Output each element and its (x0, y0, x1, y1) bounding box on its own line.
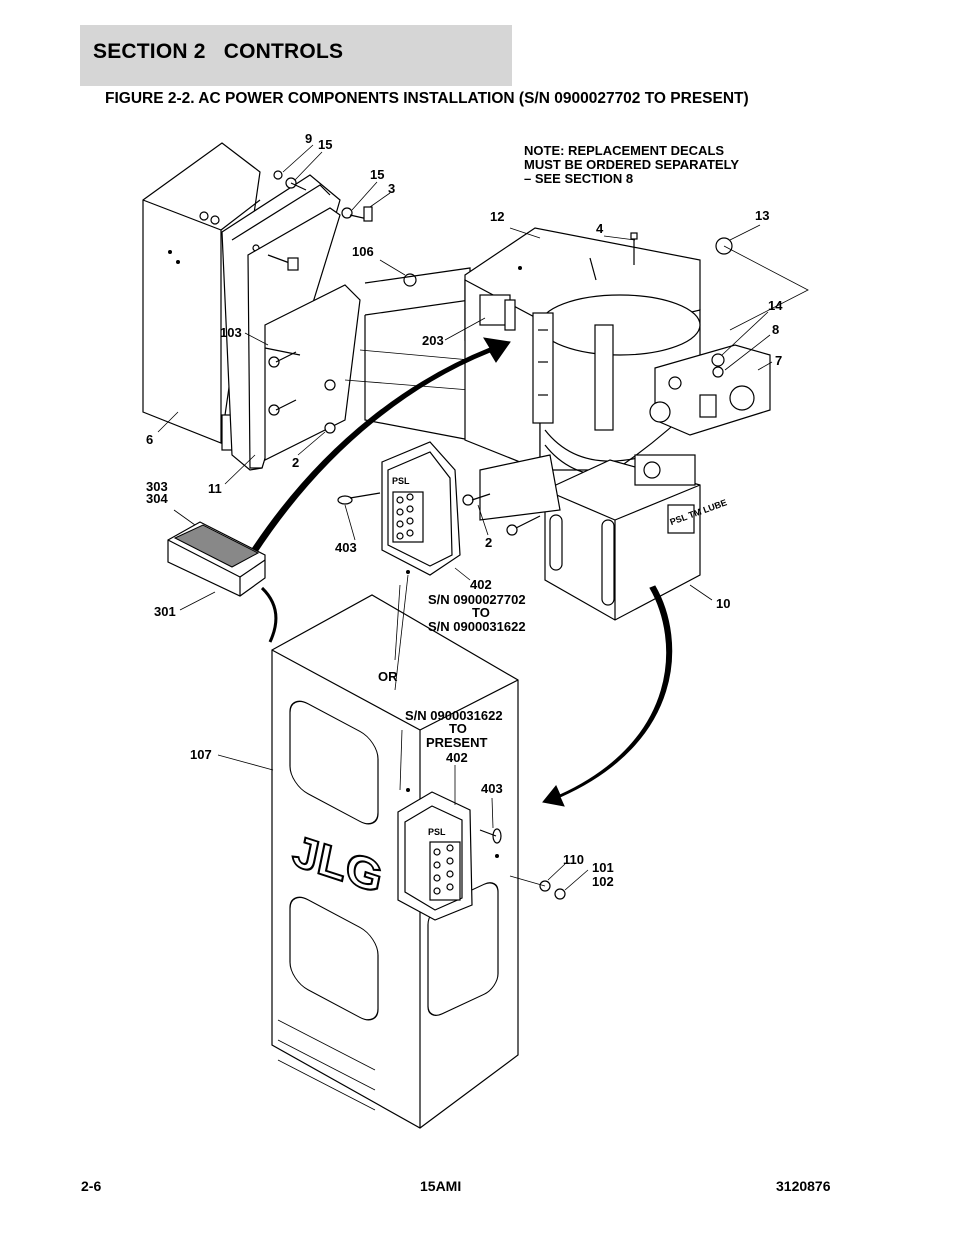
power-unit (464, 227, 809, 477)
note-line-3: – SEE SECTION 8 (524, 171, 633, 186)
callout-10: 10 (716, 596, 730, 611)
section-header-band (80, 25, 512, 86)
callout-403-b: 403 (481, 781, 503, 796)
leader-lines (157, 144, 773, 891)
callout-11: 11 (208, 481, 222, 496)
keypad-lower: PSL (397, 788, 566, 921)
keypad-brand-lower: PSL (428, 827, 446, 837)
callout-102: 102 (592, 874, 614, 889)
callout-8: 8 (772, 322, 779, 337)
callout-2-a: 2 (292, 455, 299, 470)
valve-block (649, 344, 771, 436)
callout-110: 110 (563, 852, 584, 867)
callout-402-b: 402 (446, 750, 468, 765)
mounting-plate (264, 284, 361, 461)
keypad-brand-upper: PSL (392, 476, 410, 486)
assembly-arrow-down (542, 585, 673, 807)
callout-4: 4 (596, 221, 604, 236)
callout-15-b: 15 (370, 167, 384, 182)
assembly-arrow-up (249, 337, 511, 556)
callout-101: 101 (592, 860, 614, 875)
callout-203: 203 (422, 333, 444, 348)
tower-housing: JLG (271, 594, 519, 1129)
serial-range-a-line2: TO (472, 605, 490, 620)
callout-304: 304 (146, 491, 168, 506)
top-fasteners (199, 170, 417, 287)
reservoir-tank: PSL TM LUBE (544, 454, 728, 621)
serial-range-a-line1: S/N 0900027702 (428, 592, 526, 607)
footer-model: 15AMI (420, 1178, 462, 1194)
callout-12: 12 (490, 209, 504, 224)
bracket-frame (344, 267, 471, 441)
keypad-grid-upper (392, 491, 424, 543)
callout-15-a: 15 (318, 137, 332, 152)
callout-303: 303 (146, 479, 168, 494)
callout-2-b: 2 (485, 535, 492, 550)
callout-106: 106 (352, 244, 374, 259)
note-line-1: NOTE: REPLACEMENT DECALS (524, 143, 724, 158)
alarm-unit (167, 521, 278, 643)
or-label: OR (378, 669, 398, 684)
mounting-bracket (462, 454, 561, 536)
footer-doc-number: 3120876 (776, 1178, 831, 1194)
serial-range-b-line1: S/N 0900031622 (405, 708, 503, 723)
callout-103: 103 (220, 325, 242, 340)
callout-13: 13 (755, 208, 769, 223)
note-line-2: MUST BE ORDERED SEPARATELY (524, 157, 739, 172)
callout-14: 14 (768, 298, 783, 313)
callout-107: 107 (190, 747, 212, 762)
figure-title: FIGURE 2-2. AC POWER COMPONENTS INSTALLA… (105, 90, 749, 107)
callout-402-a: 402 (470, 577, 492, 592)
keypad-upper: PSL (337, 441, 461, 576)
callout-9: 9 (305, 131, 312, 146)
callout-301: 301 (154, 604, 176, 619)
serial-range-b-line3: PRESENT (426, 735, 487, 750)
section-title: SECTION 2 CONTROLS (93, 40, 344, 63)
footer-page-number: 2-6 (81, 1178, 102, 1194)
serial-range-b-line2: TO (449, 721, 467, 736)
callout-6: 6 (146, 432, 153, 447)
callout-3: 3 (388, 181, 395, 196)
callout-7: 7 (775, 353, 782, 368)
callout-403-a: 403 (335, 540, 357, 555)
serial-range-a-line3: S/N 0900031622 (428, 619, 526, 634)
